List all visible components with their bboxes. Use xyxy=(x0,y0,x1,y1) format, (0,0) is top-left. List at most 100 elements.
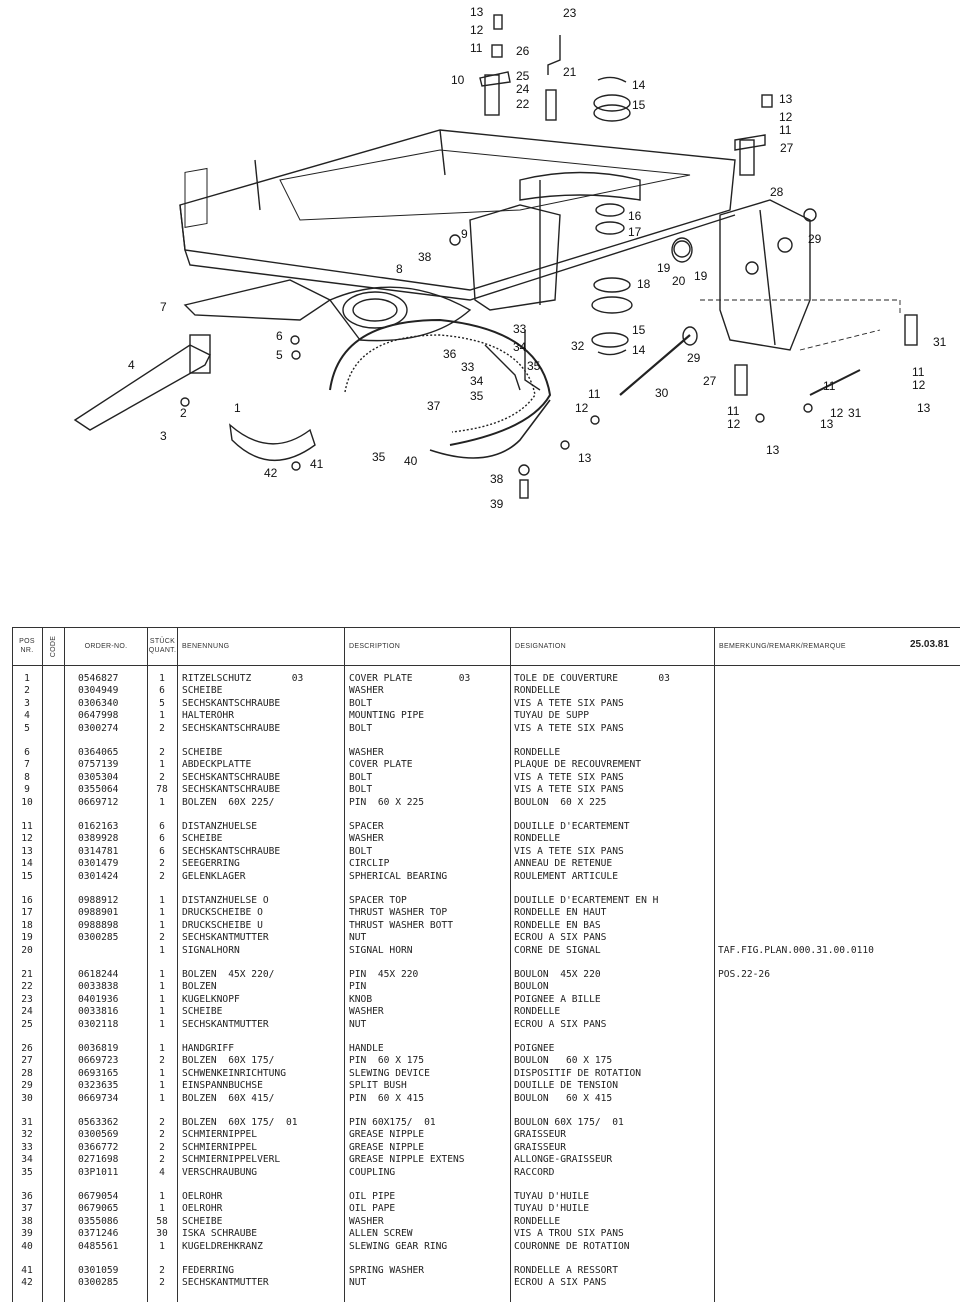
cell-designation: TUYAU D'HUILE xyxy=(514,1203,590,1215)
slewing-ring-40 xyxy=(329,318,552,446)
callout-18: 18 xyxy=(637,277,651,291)
cell-pos: 22 xyxy=(21,981,33,993)
cell-order-no: 0371246 xyxy=(78,1228,119,1240)
cell-benennung: FEDERRING xyxy=(182,1265,234,1276)
cell-pos: 6 xyxy=(24,747,30,758)
cell-description: OIL PAPE xyxy=(349,1203,396,1215)
cell-quantity: 1 xyxy=(159,796,165,808)
cell-pos: 20 xyxy=(21,944,33,956)
cell-order-no: 0033816 xyxy=(78,1006,119,1018)
cell-designation: BOULON 60X 175/ 01 xyxy=(514,1117,624,1128)
cell-order-no: 0162163 xyxy=(78,821,119,832)
cell-pos: 37 xyxy=(21,1203,33,1215)
cell-quantity: 2 xyxy=(159,1265,165,1276)
callout-41: 41 xyxy=(310,457,324,471)
cell-designation: RONDELLE xyxy=(514,747,561,758)
cell-order-no: 0679054 xyxy=(78,1191,119,1202)
cell-pos: 13 xyxy=(21,845,33,857)
callout-11: 11 xyxy=(912,365,925,379)
cell-designation: VIS A TROU SIX PANS xyxy=(514,1228,624,1240)
callout-29: 29 xyxy=(808,232,822,246)
cell-pos: 35 xyxy=(21,1166,33,1178)
callout-37: 37 xyxy=(427,399,441,413)
callout-29: 29 xyxy=(687,351,701,365)
pinion-guard-1 xyxy=(229,423,316,462)
cell-order-no: 0301059 xyxy=(78,1265,119,1276)
cell-designation: RONDELLE A RESSORT xyxy=(514,1265,618,1276)
cell-benennung: SCHEIBE xyxy=(182,1215,223,1227)
cell-pos: 30 xyxy=(21,1092,33,1104)
cell-description: SPHERICAL BEARING xyxy=(349,870,448,882)
sheet-date: 25.03.81 xyxy=(910,639,949,650)
cell-designation: VIS A TETE SIX PANS xyxy=(514,697,624,709)
callout-38: 38 xyxy=(418,250,432,264)
cell-designation: RONDELLE EN BAS xyxy=(514,919,601,931)
cell-designation: RONDELLE EN HAUT xyxy=(514,907,607,919)
parts-list-table: POS NR. CODE ORDER-NO. STÜCK QUANT. BENE… xyxy=(12,627,960,1302)
cell-order-no: 0300569 xyxy=(78,1129,119,1141)
cell-benennung: DRUCKSCHEIBE O xyxy=(182,907,263,919)
signal-horn-20 xyxy=(671,237,693,263)
callout-13: 13 xyxy=(578,451,592,465)
callout-13: 13 xyxy=(820,417,834,431)
exploded-view-svg: 1312111023262125242214151312112728299381… xyxy=(73,5,947,511)
cell-order-no: 0389928 xyxy=(78,833,119,845)
callout-12: 12 xyxy=(727,417,741,431)
cell-pos: 29 xyxy=(21,1080,33,1092)
cell-order-no: 0546827 xyxy=(78,673,119,684)
cell-quantity: 2 xyxy=(159,722,165,734)
cell-quantity: 4 xyxy=(159,1166,165,1178)
cell-benennung: VERSCHRAUBUNG xyxy=(182,1166,258,1178)
callout-31: 31 xyxy=(848,406,862,420)
cell-quantity: 1 xyxy=(159,1240,165,1252)
callout-32: 32 xyxy=(571,339,585,353)
cell-description: PIN 45X 220 xyxy=(349,969,419,980)
cell-designation: RONDELLE xyxy=(514,685,561,697)
pivot-column xyxy=(469,204,561,311)
callout-24: 24 xyxy=(516,82,530,96)
cell-pos: 21 xyxy=(21,969,33,980)
cell-designation: POIGNEE A BILLE xyxy=(514,993,601,1005)
cell-pos: 9 xyxy=(24,784,30,796)
cell-description: COVER PLATE xyxy=(349,759,413,771)
cell-order-no: 0669712 xyxy=(78,796,119,808)
cell-order-no: 0669734 xyxy=(78,1092,119,1104)
cell-description: PIN 60 X 175 xyxy=(349,1055,425,1067)
cell-designation: BOULON 60 X 225 xyxy=(514,796,607,808)
cell-order-no: 0988898 xyxy=(78,919,119,931)
cell-benennung: SECHSKANTSCHRAUBE xyxy=(182,697,281,709)
cell-pos: 15 xyxy=(21,870,33,882)
cell-benennung: BOLZEN 60X 175/ xyxy=(182,1055,275,1067)
cell-description: PIN 60X175/ 01 xyxy=(349,1117,436,1128)
cell-order-no: 0302118 xyxy=(78,1018,119,1030)
cell-designation: RACCORD xyxy=(514,1166,555,1178)
callout-3: 3 xyxy=(160,429,167,443)
cell-quantity: 1 xyxy=(159,1092,165,1104)
callout-35: 35 xyxy=(527,359,541,373)
cell-quantity: 1 xyxy=(159,1080,165,1092)
cell-quantity: 2 xyxy=(159,858,165,870)
cell-order-no: 0301479 xyxy=(78,858,119,870)
cell-benennung: EINSPANNBUCHSE xyxy=(182,1080,263,1092)
cell-designation: DOUILLE D'ECARTEMENT xyxy=(514,821,630,832)
cell-benennung: SCHMIERNIPPEL xyxy=(182,1141,258,1153)
bearing-15-top xyxy=(593,94,631,112)
cell-order-no: 0647998 xyxy=(78,710,119,722)
cell-order-no: 0364065 xyxy=(78,747,119,758)
cell-benennung: DRUCKSCHEIBE U xyxy=(182,919,263,931)
cell-designation: POIGNEE xyxy=(514,1043,555,1054)
cell-benennung: SCHMIERNIPPEL xyxy=(182,1129,258,1141)
cell-pos: 14 xyxy=(21,858,33,870)
cell-pos: 12 xyxy=(21,833,33,845)
cell-designation: TUYAU D'HUILE xyxy=(514,1191,590,1202)
cell-benennung: SECHSKANTSCHRAUBE xyxy=(182,845,281,857)
cell-designation: GRAISSEUR xyxy=(514,1141,566,1153)
callout-7: 7 xyxy=(160,300,167,314)
callout-11: 11 xyxy=(727,404,740,418)
